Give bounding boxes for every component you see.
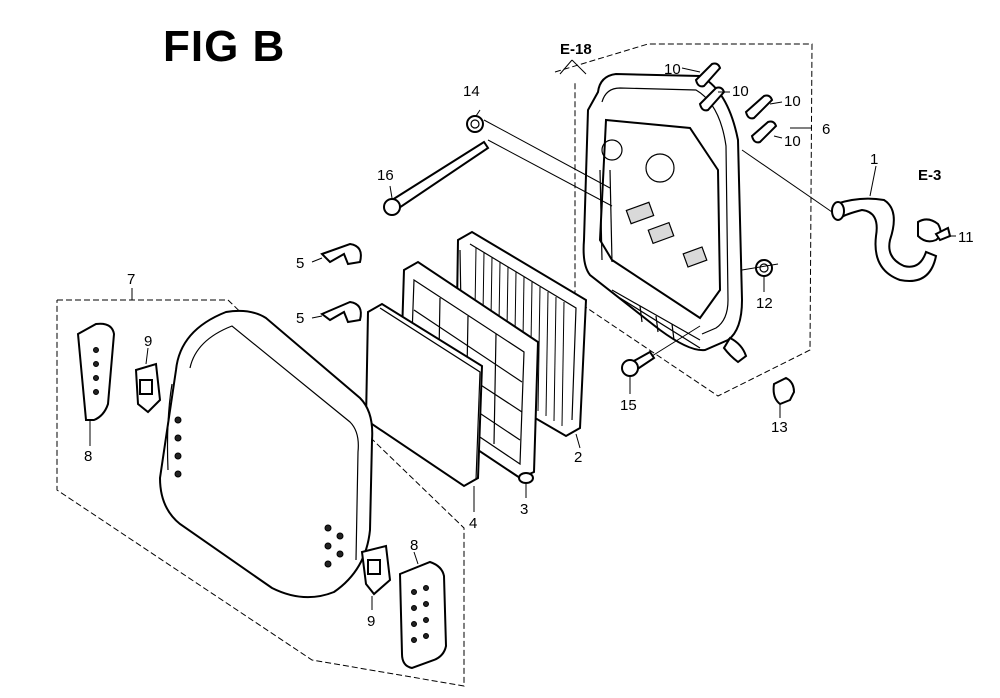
callout-15: 15 (620, 397, 637, 414)
callout-6: 6 (822, 121, 830, 138)
figure-title: FIG B (163, 22, 286, 71)
tube-10c (744, 94, 774, 120)
knob-cover-right (398, 560, 448, 670)
clip-upper (320, 242, 362, 266)
callout-5b: 5 (296, 310, 304, 327)
case-inner-pad-3 (682, 246, 708, 268)
callout-10b: 10 (732, 83, 749, 100)
case-inner-pad-1 (625, 201, 655, 225)
leader-lines (89, 59, 956, 610)
callout-3: 3 (520, 501, 528, 518)
tube-10d (750, 120, 778, 144)
callout-11: 11 (958, 229, 974, 246)
knob-cover-right-holes (411, 585, 429, 643)
callout-2: 2 (574, 449, 582, 466)
callout-9a: 9 (144, 333, 152, 350)
cover-vent-left (174, 416, 182, 478)
callout-4: 4 (469, 515, 477, 532)
callout-13: 13 (771, 419, 788, 436)
case-inner-pad-2 (647, 221, 675, 245)
callout-5a: 5 (296, 255, 304, 272)
grommet (755, 259, 773, 277)
callout-16: 16 (377, 167, 394, 184)
cover-vent-right (324, 524, 344, 568)
callout-10d: 10 (784, 133, 801, 150)
callout-14: 14 (463, 83, 480, 100)
flange-bolt-long (383, 140, 490, 216)
knob-cover-left (76, 322, 116, 421)
cover-assembly-boundary (56, 299, 465, 687)
breather-hose (831, 197, 938, 282)
flange-nut (466, 115, 484, 133)
air-cleaner-cover (158, 309, 374, 599)
callout-7: 7 (127, 271, 135, 288)
ref-e18: E-18 (560, 41, 592, 58)
callout-10a: 10 (664, 61, 681, 78)
callout-8a: 8 (84, 448, 92, 465)
ref-e3: E-3 (918, 167, 941, 184)
tube-10a (694, 62, 722, 88)
callout-10c: 10 (784, 93, 801, 110)
callout-1: 1 (870, 151, 878, 168)
callout-8b: 8 (410, 537, 418, 554)
hose-clamp (917, 218, 952, 243)
clip-lower (320, 300, 362, 324)
latch-left (134, 362, 162, 414)
latch-right (360, 544, 392, 596)
drain-tube (772, 376, 796, 406)
flange-bolt-short (621, 350, 656, 377)
callout-12: 12 (756, 295, 773, 312)
air-cleaner-case (582, 72, 748, 364)
callout-9b: 9 (367, 613, 375, 630)
